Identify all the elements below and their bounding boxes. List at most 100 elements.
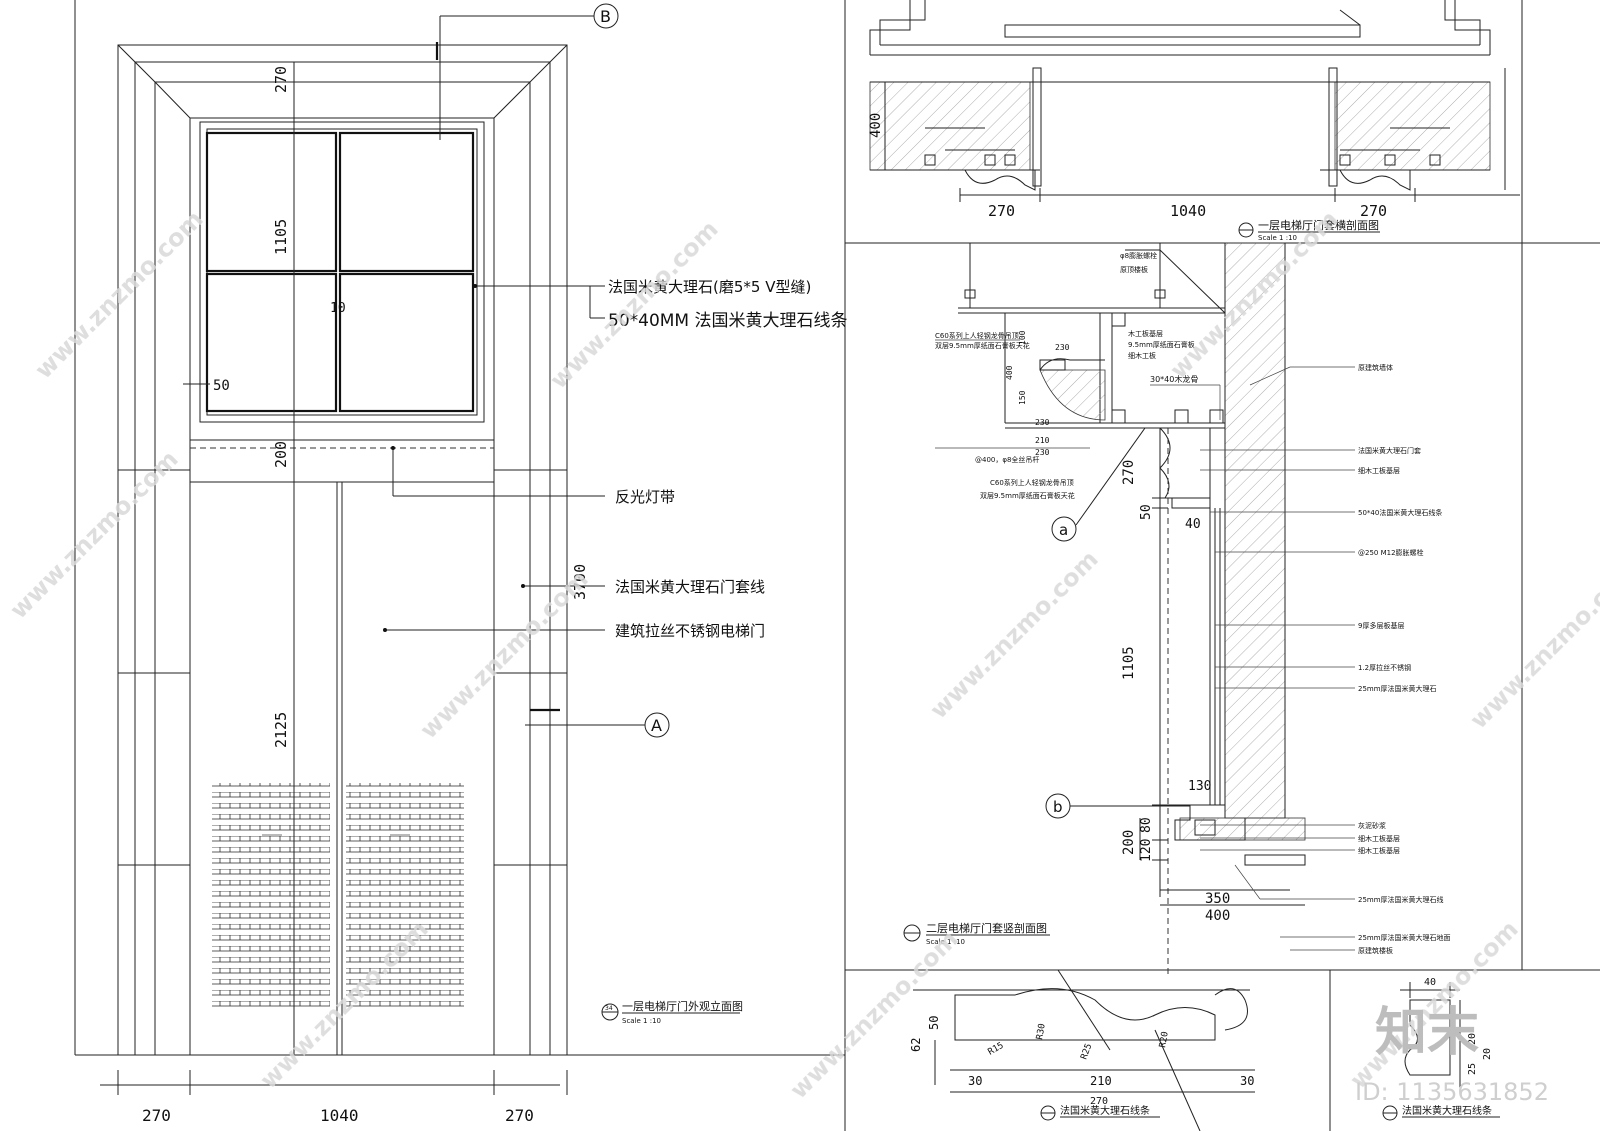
vs-dim-left-0: 270 — [1121, 460, 1137, 485]
vs-right-note-1: 法国米黄大理石门套 — [1358, 446, 1421, 455]
vs-left-note-3: 双层9.5mm厚纸面石膏板天花 — [980, 491, 1075, 500]
vs-left-note-4: @400，φ8全丝吊杆 — [975, 455, 1039, 464]
vs-small-2: 210 — [1035, 436, 1050, 445]
vs-top-note-5: 30*40木龙骨 — [1150, 374, 1198, 384]
elev-dim-10: 10 — [330, 301, 346, 316]
pb-dim-right-1: 20 — [1467, 1033, 1478, 1045]
pb-dim-total: 20 — [1482, 1048, 1493, 1060]
pa-dim-total: 270 — [1090, 1096, 1108, 1107]
callout-2: 反光灯带 — [615, 488, 675, 506]
elev-dim-total: 3700 — [571, 564, 589, 600]
profile-b-drawing: 40 5 20 25 20 法国米黄大理石线条 — [1382, 977, 1500, 1121]
vs-right-note-3: 50*40法国米黄大理石线条 — [1358, 508, 1442, 517]
vs-right-note-0: 原建筑墙体 — [1358, 363, 1393, 372]
vs-small-3: 230 — [1035, 448, 1050, 457]
elevation-callouts: 法国米黄大理石(磨5*5 V型缝) 50*40MM 法国米黄大理石线条 反光灯带… — [383, 278, 848, 640]
vs-small-4: 100 — [1018, 330, 1027, 345]
callout-4: 建筑拉丝不锈钢电梯门 — [615, 622, 765, 640]
vs-right-note-9: 细木工板基层 — [1358, 834, 1400, 843]
plan-section-drawing: 270 1040 270 400 一层电梯厅门套横剖面图 Scale 1 :10 — [868, 0, 1520, 242]
pa-dim-bottom-1: 210 — [1090, 1074, 1112, 1088]
vs-right-note-10: 细木工板基层 — [1358, 846, 1400, 855]
elevation-title: 一层电梯厅门外观立面图 — [622, 999, 743, 1013]
elev-dim-left-1: 1105 — [272, 219, 290, 255]
vs-dim-left-4: 120 — [1139, 839, 1154, 862]
wm-brand: 知末 — [1375, 1003, 1479, 1063]
vs-top-note-4: 细木工板 — [1128, 351, 1156, 360]
wm-1: www.znzmo.com — [29, 205, 208, 384]
wm-5: www.znzmo.com — [544, 215, 723, 394]
pa-dim-left-0: 50 — [927, 1016, 941, 1030]
plan-scale: Scale 1 :10 — [1258, 234, 1297, 242]
vs-top-note-2: 木工板基层 — [1128, 329, 1163, 338]
wm-8: www.znzmo.com — [1464, 555, 1600, 734]
pb-title: 法国米黄大理石线条 — [1402, 1104, 1492, 1117]
elev-dim-left-3: 2125 — [272, 712, 290, 748]
wm-6: www.znzmo.com — [924, 545, 1103, 724]
pa-dim-left-1: 62 — [909, 1038, 923, 1052]
wm-id: ID: 1135631852 — [1355, 1078, 1549, 1106]
pa-radius-2: R25 — [1079, 1042, 1094, 1061]
vs-dim-bottom-0: 350 — [1205, 891, 1230, 907]
vs-top-note-3: 9.5mm厚纸面石膏板 — [1128, 340, 1195, 349]
vs-right-note-4: @250 M12膨胀螺栓 — [1358, 548, 1424, 557]
plan-title: 一层电梯厅门套横剖面图 — [1258, 218, 1379, 232]
grid-a-label: A — [651, 716, 662, 735]
vs-left-note-0: C60系列上人轻钢龙骨吊顶 — [935, 331, 1019, 340]
vertical-section-drawing: 270 50 1105 200 120 80 130 40 350 400 a … — [903, 242, 1451, 975]
vs-scale: Scale 1 :10 — [926, 938, 965, 946]
plan-dim-bottom-2: 270 — [1360, 202, 1387, 220]
pa-radius-3: R20 — [1158, 1031, 1171, 1049]
vs-top-note-1: 原顶楼板 — [1120, 265, 1148, 274]
marker-b: b — [1053, 798, 1063, 816]
callout-1: 50*40MM 法国米黄大理石线条 — [608, 311, 848, 331]
grid-marker-a: A — [525, 708, 670, 738]
vs-right-note-13: 原建筑楼板 — [1358, 946, 1393, 955]
elev-dim-50: 50 — [213, 378, 230, 394]
profile-a-drawing: 30 210 30 270 50 62 R15 R30 R25 R20 法国米黄… — [909, 969, 1255, 1131]
callout-3: 法国米黄大理石门套线 — [615, 578, 765, 596]
vs-right-note-6: 1.2厚拉丝不锈钢 — [1358, 663, 1411, 672]
vs-left-notes: C60系列上人轻钢龙骨吊顶 双层9.5mm厚纸面石膏板天花 C60系列上人轻钢龙… — [935, 331, 1090, 500]
elevation-drawing — [117, 44, 568, 1056]
elev-dim-bottom-2: 270 — [505, 1106, 534, 1125]
marker-a: a — [1059, 521, 1068, 539]
wm-7: www.znzmo.com — [784, 925, 963, 1104]
vs-top-notes: φ8膨胀螺栓 原顶楼板 木工板基层 9.5mm厚纸面石膏板 细木工板 30*40… — [1120, 251, 1221, 420]
elev-dim-left-2: 200 — [272, 441, 290, 468]
pb-dim-right-2: 25 — [1467, 1063, 1478, 1075]
plan-dim-bottom-1: 1040 — [1170, 202, 1206, 220]
pa-dim-bottom-0: 30 — [968, 1074, 982, 1088]
plan-dim-bottom-0: 270 — [988, 202, 1015, 220]
vs-right-note-2: 细木工板基层 — [1358, 466, 1400, 475]
pa-title: 法国米黄大理石线条 — [1060, 1104, 1150, 1117]
elev-dim-left-0: 270 — [272, 66, 290, 93]
vs-dim-bottom-1: 400 — [1205, 908, 1230, 924]
grid-marker-b: B — [435, 3, 619, 140]
pa-radius-0: R15 — [987, 1041, 1006, 1058]
vs-left-note-2: C60系列上人轻钢龙骨吊顶 — [990, 478, 1074, 487]
vs-dim-left-5: 80 — [1139, 817, 1154, 833]
vs-left-note-1: 双层9.5mm厚纸面石膏板天花 — [935, 341, 1030, 350]
vs-dim-left-1: 50 — [1139, 504, 1154, 520]
vs-small-0: 230 — [1055, 343, 1070, 352]
grid-b-label: B — [600, 7, 611, 26]
vs-right-note-5: 9厚多层板基层 — [1358, 621, 1404, 630]
elev-dim-bottom-1: 1040 — [320, 1106, 359, 1125]
vs-small-6: 400 — [1005, 365, 1014, 380]
elevation-dimensions: 270 1040 270 270 1105 200 2125 3700 50 1… — [100, 66, 589, 1125]
vs-right-note-12: 25mm厚法国米黄大理石地面 — [1358, 933, 1451, 942]
pa-radius-1: R30 — [1035, 1023, 1048, 1041]
vs-small-5: 150 — [1018, 390, 1027, 405]
vs-right-note-8: 灰泥砂浆 — [1358, 821, 1386, 830]
elev-number: 34 — [605, 1005, 613, 1012]
elevation-scale: Scale 1 :10 — [622, 1017, 661, 1025]
vs-small-1: 230 — [1035, 418, 1050, 427]
vs-top-note-0: φ8膨胀螺栓 — [1120, 251, 1157, 260]
vs-right-note-11: 25mm厚法国米黄大理石线 — [1358, 895, 1444, 904]
pb-dim-top: 40 — [1424, 977, 1436, 988]
vs-right-note-7: 25mm厚法国米黄大理石 — [1358, 684, 1437, 693]
vs-title: 二层电梯厅门套竖剖面图 — [926, 921, 1047, 935]
elevation-title-block: 34 一层电梯厅门外观立面图 Scale 1 :10 — [601, 999, 743, 1025]
vs-dim-40: 40 — [1185, 517, 1201, 532]
